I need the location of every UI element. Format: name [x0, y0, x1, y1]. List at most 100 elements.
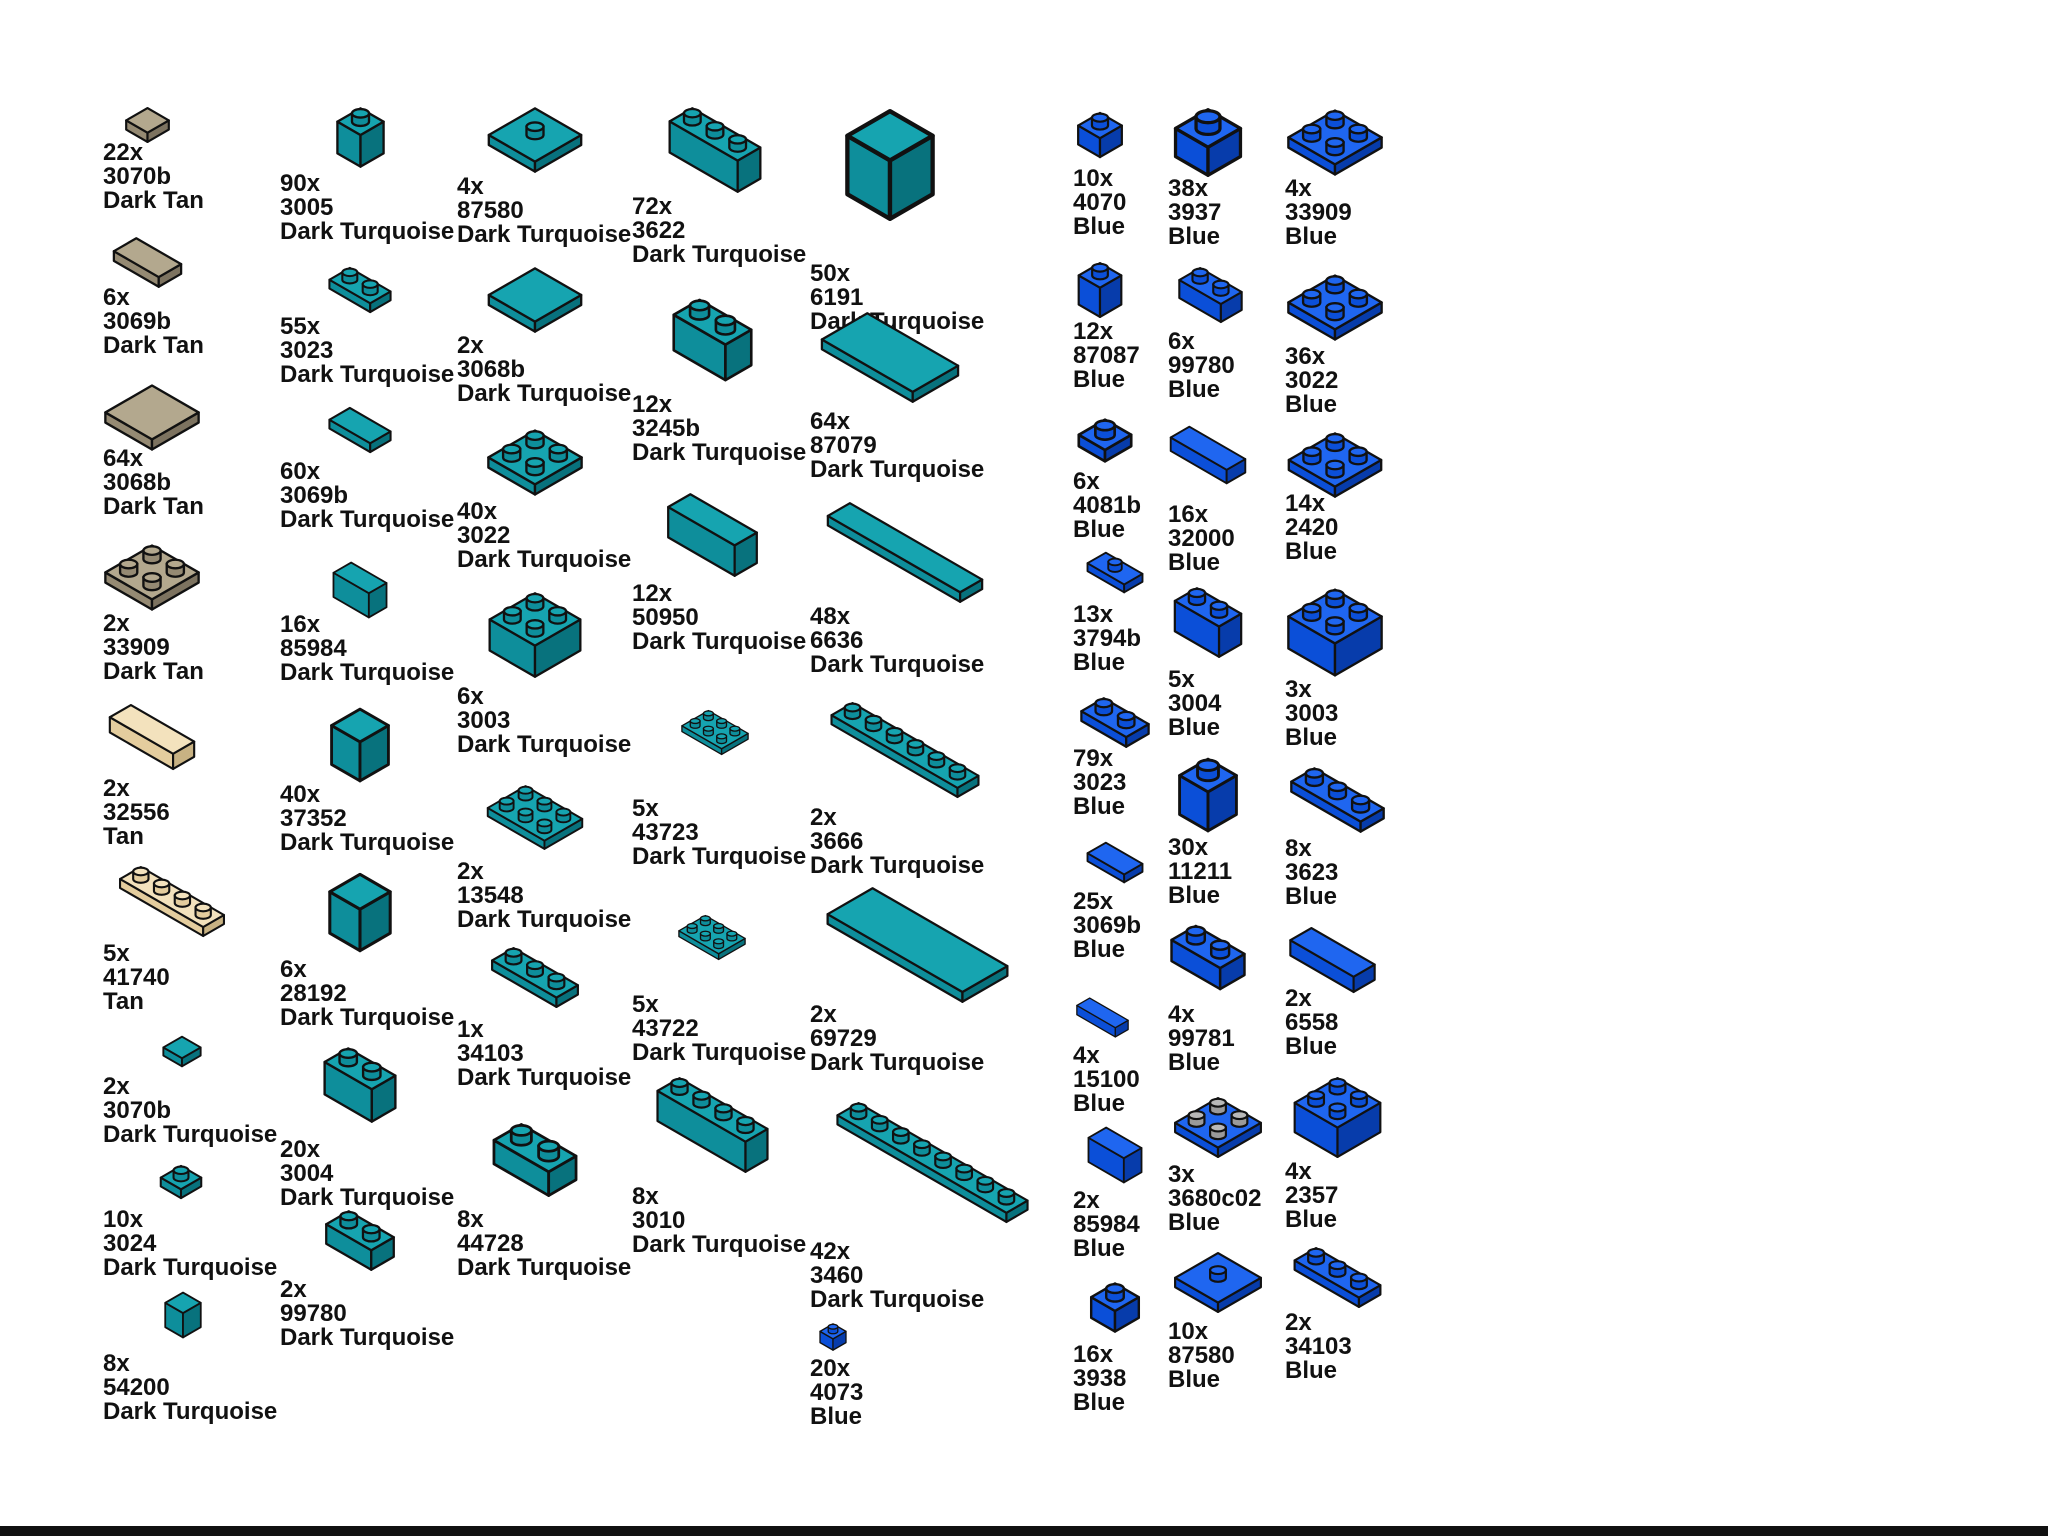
part-quantity: 5x [632, 795, 659, 822]
tile-1x6-icon [810, 500, 1000, 605]
part-color: Blue [1285, 1206, 1338, 1233]
part-number: 34103 [1285, 1333, 1352, 1360]
part-quantity: 4x [1285, 1158, 1312, 1185]
brick-1x3-icon [660, 105, 770, 195]
part-quantity: 8x [1285, 835, 1312, 862]
part-color: Dark Turquoise [632, 241, 807, 268]
part-quantity: 5x [103, 940, 130, 967]
part-quantity: 8x [103, 1350, 130, 1377]
brick-corner-icon [1285, 1075, 1390, 1160]
part-quantity: 6x [280, 956, 307, 983]
part-number: 3069b [103, 308, 172, 335]
part-color: Dark Turquoise [280, 1324, 455, 1351]
part-quantity: 5x [632, 991, 659, 1018]
part-quantity: 16x [1073, 1341, 1114, 1368]
part-quantity: 2x [810, 804, 837, 831]
part-color: Dark Tan [103, 187, 204, 214]
part-number: 3794b [1073, 625, 1142, 652]
part-number: 3024 [103, 1230, 157, 1257]
part-quantity: 48x [810, 603, 851, 630]
part-color: Blue [1073, 1389, 1126, 1416]
part-color: Dark Turquoise [457, 1064, 632, 1091]
plate-1x1-icon [155, 1163, 207, 1201]
part-quantity: 2x [1285, 985, 1312, 1012]
part-quantity: 12x [632, 580, 673, 607]
part-color: Tan [103, 988, 144, 1015]
part-number: 3245b [632, 415, 701, 442]
part-quantity: 55x [280, 313, 321, 340]
part-number: 3022 [1285, 367, 1339, 394]
part-quantity: 13x [1073, 601, 1114, 628]
part-number: 43722 [632, 1015, 699, 1042]
part-number: 11211 [1168, 858, 1233, 885]
brick-1x1-icon [333, 105, 388, 170]
part-color: Blue [1168, 1049, 1221, 1076]
part-color: Blue [1285, 391, 1338, 418]
part-quantity: 4x [1285, 175, 1312, 202]
technic-brick-holes-icon [1168, 415, 1248, 495]
part-color: Dark Turquoise [632, 628, 807, 655]
part-color: Dark Turquoise [810, 456, 985, 483]
part-quantity: 64x [103, 445, 144, 472]
part-number: 3003 [1285, 700, 1339, 727]
part-number: 69729 [810, 1025, 877, 1052]
part-color: Dark Turquoise [457, 906, 632, 933]
part-quantity: 16x [280, 611, 321, 638]
part-number: 3023 [280, 337, 334, 364]
part-color: Blue [1168, 1366, 1221, 1393]
slope-curve-icon [320, 870, 400, 955]
part-number: 28192 [280, 980, 347, 1007]
part-color: Dark Turquoise [632, 1039, 807, 1066]
wedge-2x2-icon [485, 775, 585, 860]
part-number: 87079 [810, 432, 877, 459]
part-number: 4073 [810, 1379, 864, 1406]
part-color: Dark Turquoise [810, 1286, 985, 1313]
part-quantity: 38x [1168, 175, 1209, 202]
part-color: Dark Turquoise [280, 506, 455, 533]
part-number: 87580 [1168, 1342, 1235, 1369]
part-color: Blue [1168, 882, 1221, 909]
part-number: 33909 [103, 634, 170, 661]
part-color: Dark Turquoise [632, 843, 807, 870]
part-number: 87087 [1073, 342, 1140, 369]
part-color: Blue [1168, 376, 1221, 403]
plate-2x2-icon [485, 425, 585, 500]
part-number: 3069b [280, 482, 349, 509]
plate-1x8-icon [810, 1100, 1055, 1225]
part-quantity: 10x [103, 1206, 144, 1233]
part-color: Dark Turquoise [280, 1184, 455, 1211]
part-color: Dark Turquoise [457, 221, 632, 248]
part-quantity: 4x [1168, 1001, 1195, 1028]
part-quantity: 60x [280, 458, 321, 485]
slope-1x2-icon [320, 560, 400, 620]
part-number: 33909 [1285, 199, 1352, 226]
hinge-brick-top-icon [1075, 1280, 1155, 1335]
part-color: Blue [1168, 714, 1221, 741]
plate-1x3-jumper-icon [1285, 1245, 1390, 1310]
bracket-1x2-2x2-icon [490, 1105, 580, 1215]
part-color: Dark Turquoise [810, 1049, 985, 1076]
technic-pin-icon [102, 702, 202, 772]
jumper-2x2-icon [1168, 1250, 1268, 1315]
part-color: Dark Turquoise [632, 1231, 807, 1258]
part-color: Dark Turquoise [457, 1254, 632, 1281]
